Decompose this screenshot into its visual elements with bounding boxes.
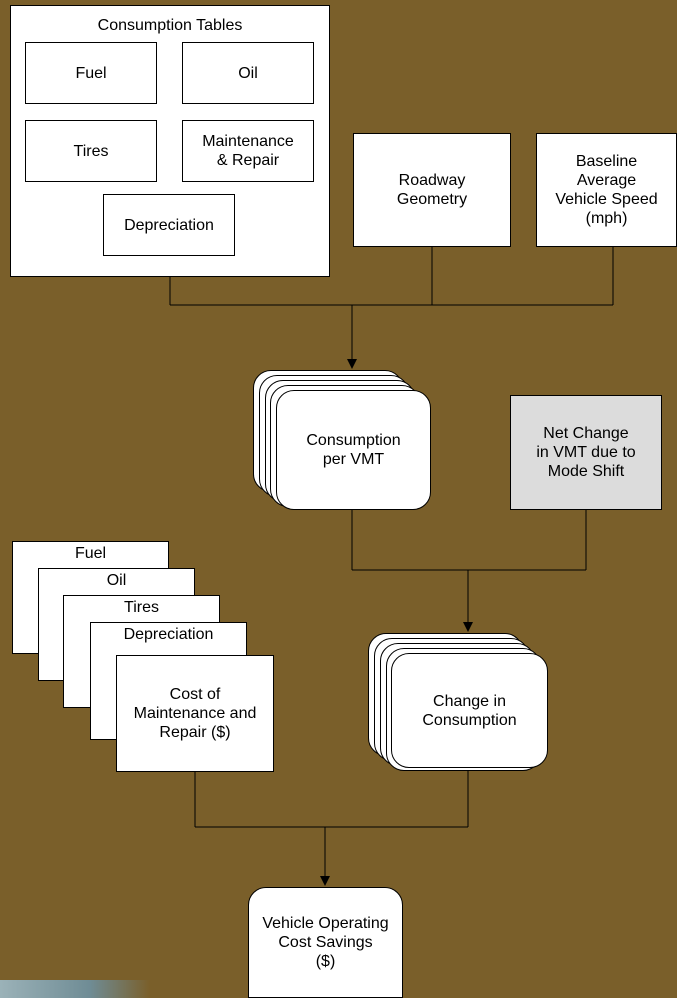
cost-maintenance-card: Cost of Maintenance and Repair ($) bbox=[116, 655, 274, 772]
table-oil: Oil bbox=[182, 42, 314, 104]
table-maintenance: Maintenance & Repair bbox=[182, 120, 314, 182]
vehicle-operating-cost-savings-box: Vehicle Operating Cost Savings ($) bbox=[248, 887, 403, 998]
table-tires: Tires bbox=[25, 120, 157, 182]
table-fuel: Fuel bbox=[25, 42, 157, 104]
change-in-consumption-box: Change in Consumption bbox=[391, 653, 548, 768]
roadway-geometry-box: Roadway Geometry bbox=[353, 133, 511, 247]
consumption-per-vmt-box: Consumption per VMT bbox=[276, 390, 431, 510]
net-change-vmt-box: Net Change in VMT due to Mode Shift bbox=[510, 395, 662, 510]
baseline-speed-box: Baseline Average Vehicle Speed (mph) bbox=[536, 133, 677, 247]
consumption-tables-title: Consumption Tables bbox=[97, 17, 243, 34]
table-depreciation: Depreciation bbox=[103, 194, 235, 256]
background-decoration bbox=[0, 980, 150, 998]
